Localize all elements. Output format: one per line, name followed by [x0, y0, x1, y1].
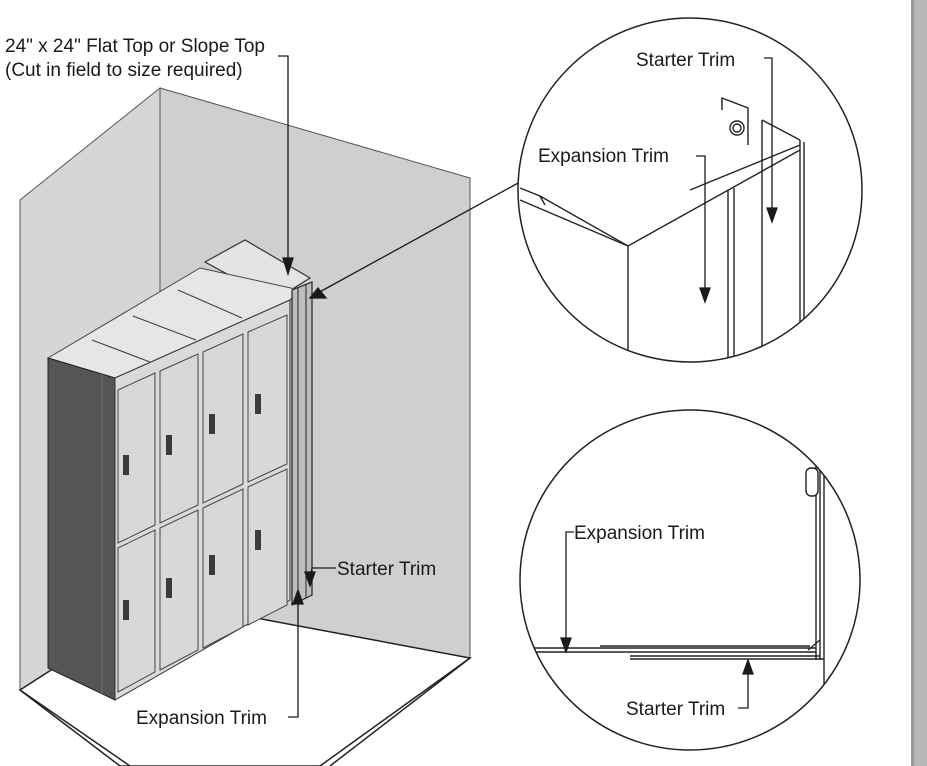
detail-callout-arrowhead — [308, 286, 328, 299]
bottom-detail-starter-leader — [738, 672, 749, 709]
locker-door — [247, 468, 288, 626]
bottom-detail-expansion-label: Expansion Trim — [574, 523, 705, 544]
main-expansion-leader — [288, 600, 299, 718]
room-scene — [18, 86, 472, 766]
frame-shadow-edge — [911, 0, 914, 766]
bottom-detail-corner — [807, 639, 821, 651]
main-starter-arrowhead — [304, 571, 316, 588]
top-panel-label-line1: 24" x 24" Flat Top or Slope Top — [5, 36, 265, 57]
locker-door — [247, 314, 288, 483]
top-detail-expansion-leader — [696, 155, 706, 292]
detail-callout-line — [315, 181, 521, 295]
main-starter-label: Starter Trim — [337, 559, 436, 580]
detail-bottom-circle — [519, 409, 861, 751]
main-expansion-label: Expansion Trim — [136, 708, 267, 729]
main-leaders — [278, 55, 521, 718]
top-detail-expansion-fold — [519, 199, 629, 247]
top-detail-starter-leader — [764, 57, 773, 212]
bottom-detail-clip — [805, 467, 819, 497]
locker-handle — [123, 455, 129, 475]
frame-shadow-bar — [913, 0, 927, 766]
locker-top-seam — [132, 315, 197, 341]
bottom-detail-starter-arrowhead — [742, 658, 754, 675]
locker-handle — [209, 414, 215, 434]
starter-trim-strip — [291, 281, 313, 606]
top-detail-starter-label: Starter Trim — [636, 50, 735, 71]
bottom-detail-expansion-leader — [565, 531, 574, 642]
floor-edge-left — [19, 689, 131, 766]
detail-top-circle — [517, 17, 863, 363]
detail-bottom-circle-bg — [519, 409, 861, 751]
top-panel-arrowhead — [282, 257, 294, 277]
bottom-detail-starter-label: Starter Trim — [626, 699, 725, 720]
top-detail-expansion-arrowhead — [699, 287, 711, 304]
floor-edge-right — [329, 657, 471, 766]
locker-handle — [123, 600, 129, 620]
locker-top-seam — [91, 339, 151, 363]
locker-handle — [166, 435, 172, 455]
locker-handle — [209, 555, 215, 575]
top-detail-expansion-fold — [519, 149, 801, 247]
locker-door — [117, 529, 156, 693]
top-detail-expansion-label: Expansion Trim — [538, 146, 669, 167]
locker-handle — [255, 530, 261, 550]
top-detail-hole-inner — [732, 123, 742, 133]
locker-handle — [166, 578, 172, 598]
locker-door — [117, 372, 156, 544]
locker-handles — [123, 394, 261, 620]
main-expansion-arrowhead — [292, 588, 304, 605]
locker-side-panel — [47, 357, 116, 701]
locker-door — [202, 488, 244, 649]
locker-handle — [255, 394, 261, 414]
top-panel-label-line2: (Cut in field to size required) — [5, 60, 243, 81]
top-detail-starter-top — [761, 119, 801, 141]
locker-door — [159, 509, 199, 671]
top-detail-expansion-inner — [539, 195, 546, 206]
top-detail-expansion-inner — [689, 144, 801, 191]
top-panel-leader — [278, 55, 289, 262]
bottom-detail-expansion-arrowhead — [560, 637, 572, 654]
top-detail-starter-arrowhead — [766, 207, 778, 224]
locker-door — [202, 333, 244, 504]
locker-door — [159, 353, 199, 524]
locker-doors — [117, 314, 288, 693]
locker-top-seam — [177, 289, 243, 319]
